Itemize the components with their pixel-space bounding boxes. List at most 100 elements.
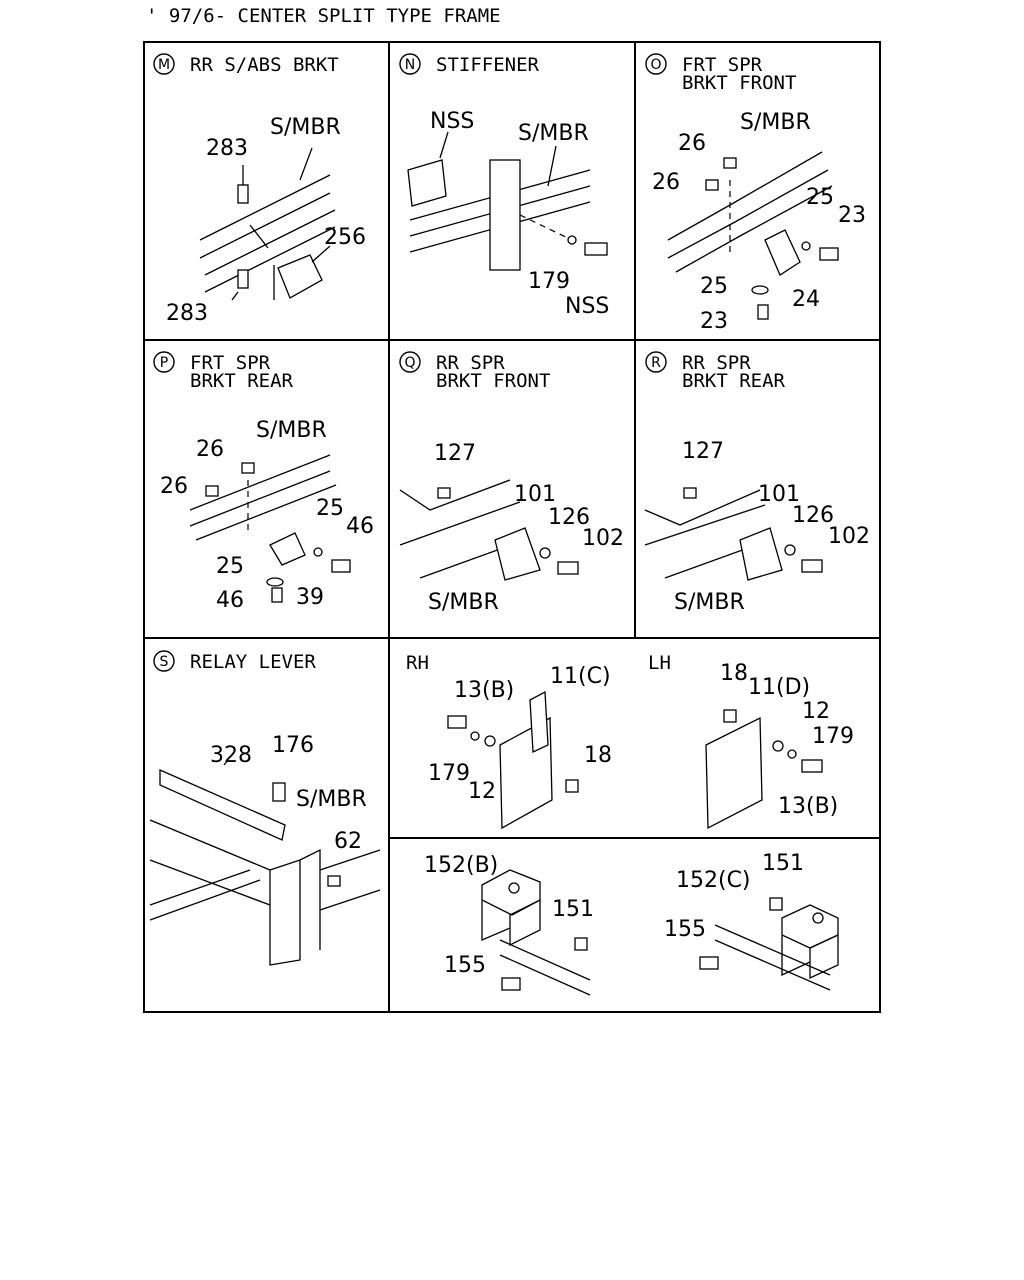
bolt-icon [801, 559, 823, 573]
label-25: 25 [806, 185, 834, 210]
frame-structure [149, 769, 381, 966]
page-title: ' 97/6- CENTER SPLIT TYPE FRAME [146, 5, 501, 27]
panel-letter-r: R [651, 355, 661, 371]
panel-subtitle-q: BRKT FRONT [436, 370, 550, 392]
label-283: 283 [206, 136, 248, 161]
label-nss: NSS [430, 109, 474, 134]
panel-bottom-left: 152(B) 151 155 [424, 853, 594, 996]
spring-bracket-icon [269, 532, 306, 566]
label-smbr: S/MBR [296, 787, 367, 812]
label-12: 12 [468, 779, 496, 804]
panel-grid [143, 41, 881, 1013]
label-18: 18 [720, 661, 748, 686]
spring-bracket-icon [739, 527, 783, 581]
nut-icon [683, 487, 697, 499]
label-23: 23 [838, 203, 866, 228]
label-176: 176 [272, 733, 314, 758]
label-46: 46 [346, 514, 374, 539]
label-101: 101 [514, 482, 556, 507]
bolt-icon [272, 782, 286, 802]
bolt-icon [501, 977, 521, 991]
label-152c: 152(C) [676, 868, 751, 893]
nut-icon [723, 709, 737, 723]
bolt-icon [557, 561, 579, 575]
bolt-icon [271, 587, 283, 603]
label-101: 101 [758, 482, 800, 507]
label-13b: 13(B) [778, 794, 838, 819]
bolt-icon [331, 559, 351, 573]
panel-title-rh: RH [406, 652, 429, 674]
label-179: 179 [428, 761, 470, 786]
panel-title-q: RR SPR [436, 352, 505, 374]
label-25: 25 [216, 554, 244, 579]
label-102: 102 [582, 526, 624, 551]
panel-m: M RR S/ABS BRKT S/MBR 283 256 283 [153, 53, 366, 326]
label-127: 127 [434, 441, 476, 466]
label-18: 18 [584, 743, 612, 768]
bolt-icon [801, 759, 823, 773]
label-smbr: S/MBR [740, 110, 811, 135]
label-151: 151 [552, 897, 594, 922]
spring-bracket-icon [764, 229, 801, 276]
panel-letter-s: S [160, 654, 169, 670]
panel-subtitle-o: BRKT FRONT [682, 72, 796, 94]
panel-title-s: RELAY LEVER [190, 651, 316, 673]
label-smbr: S/MBR [428, 590, 499, 615]
label-62: 62 [334, 829, 362, 854]
label-155: 155 [664, 917, 706, 942]
panel-letter-n: N [405, 57, 415, 73]
label-256: 256 [324, 225, 366, 250]
nut-icon [327, 875, 341, 887]
panel-p: P FRT SPR BRKT REAR S/MBR 26 26 25 46 25… [153, 351, 374, 613]
label-12: 12 [802, 699, 830, 724]
frame-member [667, 151, 833, 273]
label-328: 328 [210, 743, 252, 768]
label-179: 179 [812, 724, 854, 749]
bolt-icon [699, 956, 719, 970]
panel-title-o: FRT SPR [682, 54, 763, 76]
label-13b: 13(B) [454, 678, 514, 703]
spring-bracket-icon [494, 527, 541, 581]
bolt-icon [237, 269, 249, 289]
frame-member [199, 174, 336, 293]
label-25: 25 [316, 496, 344, 521]
label-smbr: S/MBR [518, 121, 589, 146]
panel-lh: LH 18 11(D) 12 179 13(B) [648, 652, 854, 830]
label-151: 151 [762, 851, 804, 876]
label-179: 179 [528, 269, 570, 294]
panel-subtitle-r: BRKT REAR [682, 370, 786, 392]
panel-letter-q: Q [404, 355, 415, 371]
label-26: 26 [196, 437, 224, 462]
label-26: 26 [160, 474, 188, 499]
panel-marker-m [153, 53, 175, 75]
nut-icon [723, 157, 737, 169]
bolt-icon [584, 242, 608, 256]
nut-icon [574, 937, 588, 951]
panel-title-lh: LH [648, 652, 671, 674]
panel-q: Q RR SPR BRKT FRONT 127 101 126 102 S/MB… [399, 351, 624, 615]
label-11c: 11(C) [550, 664, 611, 689]
panel-rh: RH 13(B) 11(C) 18 179 12 [406, 652, 612, 830]
label-127: 127 [682, 439, 724, 464]
panel-letter-o: O [650, 57, 661, 73]
label-46: 46 [216, 588, 244, 613]
bolt-icon [447, 715, 467, 729]
label-smbr: S/MBR [256, 418, 327, 443]
label-152b: 152(B) [424, 853, 498, 878]
label-26: 26 [678, 131, 706, 156]
bolt-icon [757, 304, 769, 320]
panel-title-r: RR SPR [682, 352, 751, 374]
nut-icon [565, 779, 579, 793]
label-126: 126 [792, 503, 834, 528]
label-283: 283 [166, 301, 208, 326]
panel-letter-p: P [160, 355, 168, 371]
panel-title-m: RR S/ABS BRKT [190, 54, 339, 76]
panel-o: O FRT SPR BRKT FRONT S/MBR 26 26 25 23 2… [645, 53, 866, 334]
stiffener-plate-icon [489, 159, 521, 271]
label-39: 39 [296, 585, 324, 610]
nut-icon [705, 179, 719, 191]
abs-bracket-icon [277, 254, 323, 299]
plate-icon [705, 716, 763, 830]
panel-s: S RELAY LEVER 328 176 S/MBR 62 [149, 650, 381, 966]
